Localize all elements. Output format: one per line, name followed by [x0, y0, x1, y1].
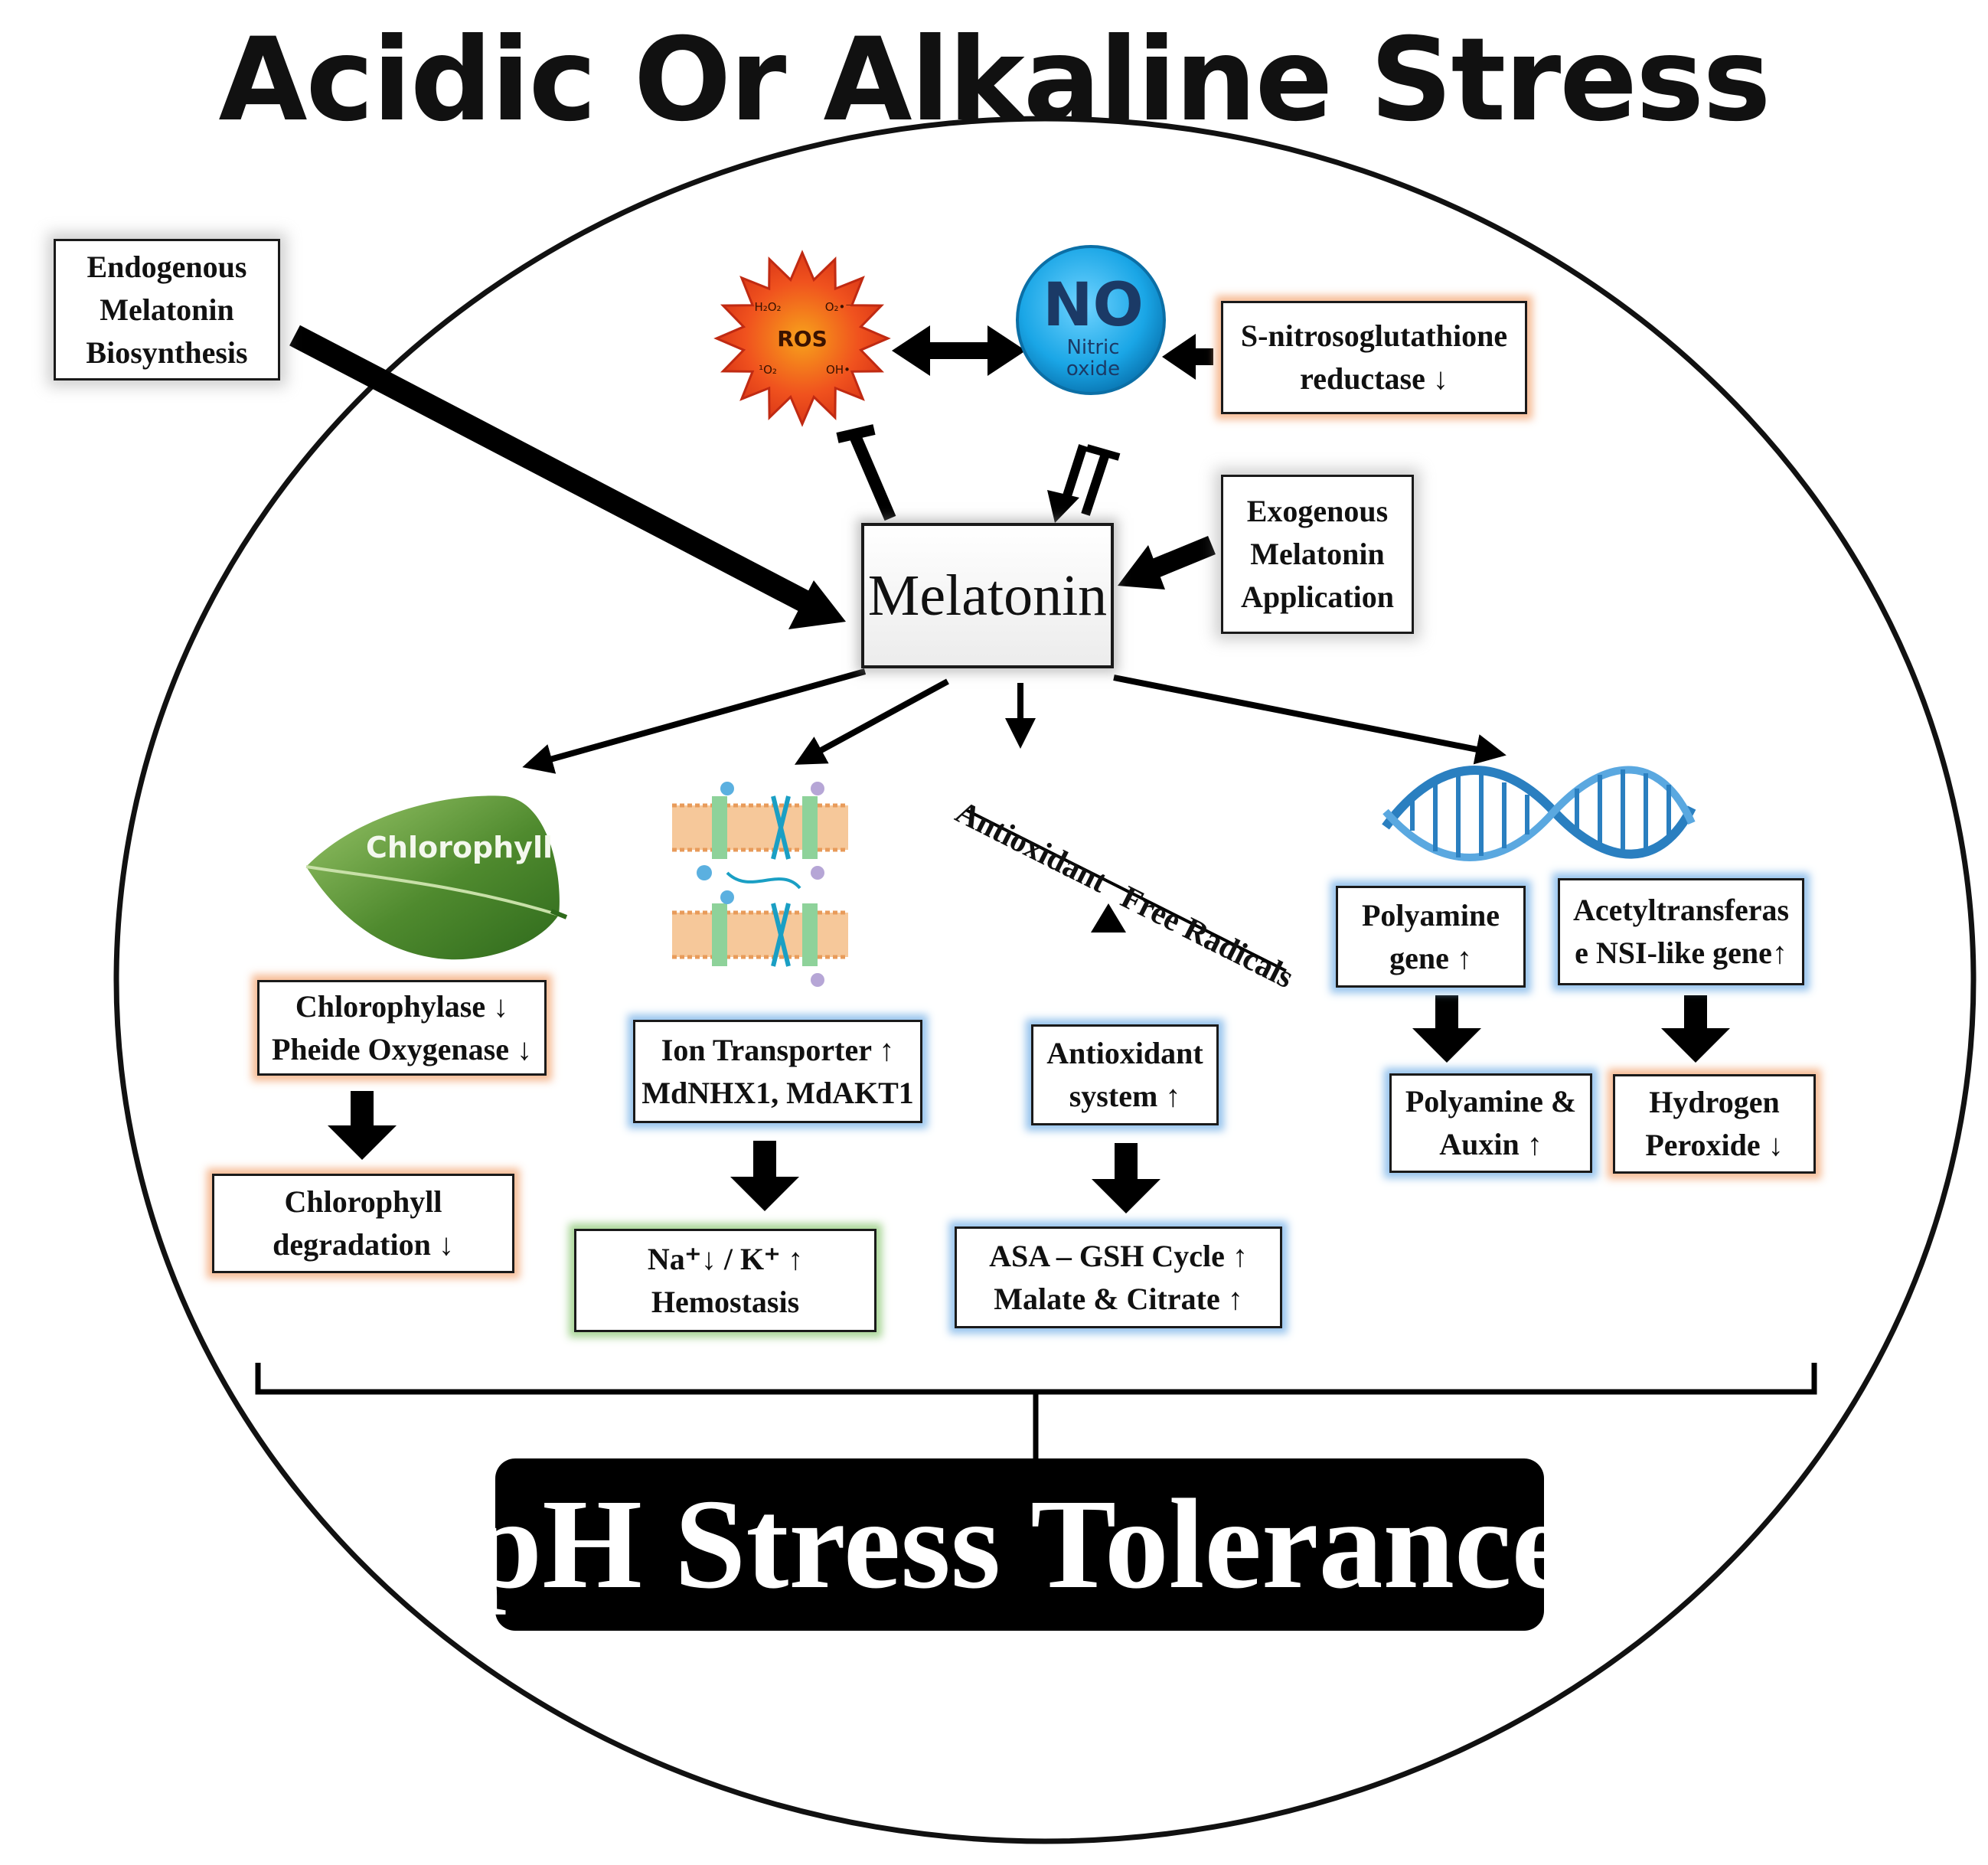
antioxidant-system-line-1: Antioxidant: [1046, 1036, 1203, 1070]
homeostasis-box: Na⁺↓ / K⁺ ↑ Hemostasis: [574, 1229, 876, 1332]
polyamine-auxin-line-2: Auxin ↑: [1439, 1127, 1542, 1161]
polyamine-auxin-box: Polyamine & Auxin ↑: [1389, 1073, 1592, 1173]
exogenous-line-1: Exogenous: [1246, 494, 1389, 528]
arrowhead-no-melatonin: [1047, 490, 1079, 523]
arrow-melatonin-dna: [1113, 674, 1507, 765]
no-sub2: oxide: [1066, 358, 1120, 381]
acetyltransferase-line-2: e NSI-like gene↑: [1575, 936, 1787, 970]
inhibit-bar-ros: [836, 424, 876, 443]
gsnor-line-2: reductase ↓: [1300, 361, 1448, 396]
endogenous-line-3: Biosynthesis: [86, 335, 248, 370]
arrowhead-endogenous: [788, 580, 846, 629]
gsnor-line-1: S-nitrosoglutathione: [1240, 318, 1508, 353]
ion-transporter-line-2: MdNHX1, MdAKT1: [641, 1075, 914, 1110]
arrow-melatonin-chlorophyll: [522, 668, 867, 774]
inhibit-melatonin-ros: [850, 435, 896, 521]
ros-label: ROS: [777, 326, 828, 351]
polyamine-gene-box: Polyamine gene ↑: [1336, 886, 1526, 988]
melatonin-label: Melatonin: [867, 563, 1108, 628]
exogenous-box: Exogenous Melatonin Application: [1221, 475, 1414, 634]
outcome-banner: pH Stress Tolerance: [471, 1458, 1569, 1631]
down-arrow-ion: [730, 1141, 799, 1211]
dna-icon: [1382, 766, 1696, 861]
inhibit-bar-no: [1085, 444, 1121, 461]
polyamine-auxin-line-1: Polyamine &: [1405, 1084, 1577, 1119]
down-arrow-polyamine: [1412, 995, 1481, 1063]
ros-starburst-icon: ROS H₂O₂ O₂•⁻ ¹O₂ OH•: [713, 250, 891, 427]
chlorophyll-enzymes-box: Chlorophylase ↓ Pheide Oxygenase ↓: [257, 980, 547, 1076]
arrow-endogenous-to-melatonin: [289, 325, 809, 612]
chlorophyll-degradation-line-1: Chlorophyll: [284, 1184, 442, 1219]
antioxidant-system-box: Antioxidant system ↑: [1031, 1024, 1219, 1125]
ros-oh: OH•: [826, 363, 850, 377]
gsnor-box: S-nitrosoglutathione reductase ↓: [1221, 301, 1527, 414]
chlorophyll-degradation-line-2: degradation ↓: [273, 1227, 454, 1262]
melatonin-box: Melatonin: [861, 523, 1114, 668]
hydrogen-peroxide-line-2: Peroxide ↓: [1645, 1128, 1784, 1162]
pheide-oxygenase: Pheide Oxygenase ↓: [272, 1031, 532, 1066]
polyamine-gene-line-1: Polyamine: [1362, 897, 1500, 932]
hemostasis: Hemostasis: [651, 1284, 800, 1319]
hydrogen-peroxide-line-1: Hydrogen: [1649, 1085, 1780, 1119]
arrowhead-ros-no-left: [892, 325, 930, 376]
down-arrow-acetyltransferase: [1661, 995, 1730, 1063]
asa-gsh-cycle: ASA – GSH Cycle ↑: [989, 1238, 1248, 1273]
outcome-label: pH Stress Tolerance: [470, 1473, 1569, 1615]
cell-boundary: [113, 116, 1977, 1844]
endogenous-line-2: Melatonin: [100, 292, 234, 327]
arrowhead-ros-no-right: [987, 325, 1026, 376]
diagram-title: Acidic Or Alkaline Stress: [218, 14, 1771, 147]
ion-transporter-line-1: Ion Transporter ↑: [661, 1032, 895, 1067]
asa-gsh-box: ASA – GSH Cycle ↑ Malate & Citrate ↑: [955, 1226, 1282, 1328]
inhibit-no-melatonin-b: [1081, 450, 1111, 516]
hydrogen-peroxide-box: Hydrogen Peroxide ↓: [1613, 1074, 1816, 1174]
ros-h2o2: H₂O₂: [754, 300, 781, 314]
malate-citrate: Malate & Citrate ↑: [994, 1281, 1243, 1316]
leaf-label: Chlorophyll: [366, 831, 553, 864]
ros-singlet: ¹O₂: [759, 363, 777, 377]
down-arrow-antioxidant: [1092, 1143, 1160, 1213]
endogenous-line-1: Endogenous: [87, 249, 247, 284]
arrowhead-exogenous: [1118, 545, 1165, 590]
ros-o2: O₂•⁻: [825, 300, 852, 314]
balance-icon: [965, 808, 1287, 972]
arrow-exogenous-to-melatonin: [1152, 535, 1216, 578]
acetyltransferase-box: Acetyltransferas e NSI-like gene↑: [1558, 878, 1804, 985]
leaf-icon: [305, 795, 568, 960]
bracket: [255, 1363, 1817, 1395]
exogenous-line-2: Melatonin: [1250, 537, 1385, 571]
nitric-oxide-icon: NO Nitric oxide: [1016, 245, 1166, 395]
no-sub1: Nitric: [1066, 336, 1119, 359]
membrane-icon: [672, 782, 848, 987]
down-arrow-chlorophyll: [328, 1091, 397, 1160]
ion-transporter-box: Ion Transporter ↑ MdNHX1, MdAKT1: [633, 1020, 922, 1123]
arrow-melatonin-ion: [794, 678, 949, 765]
chlorophylase: Chlorophylase ↓: [295, 988, 509, 1024]
endogenous-box: Endogenous Melatonin Biosynthesis: [54, 239, 280, 381]
antioxidant-system-line-2: system ↑: [1069, 1079, 1181, 1113]
polyamine-gene-line-2: gene ↑: [1389, 940, 1472, 975]
arrowhead-gsnor: [1162, 334, 1196, 380]
chlorophyll-degradation-box: Chlorophyll degradation ↓: [212, 1174, 514, 1273]
exogenous-line-3: Application: [1240, 580, 1395, 614]
acetyltransferase-line-1: Acetyltransferas: [1572, 893, 1790, 927]
no-label: NO: [1043, 271, 1144, 340]
na-k-ratio: Na⁺↓ / K⁺ ↑: [647, 1241, 804, 1276]
